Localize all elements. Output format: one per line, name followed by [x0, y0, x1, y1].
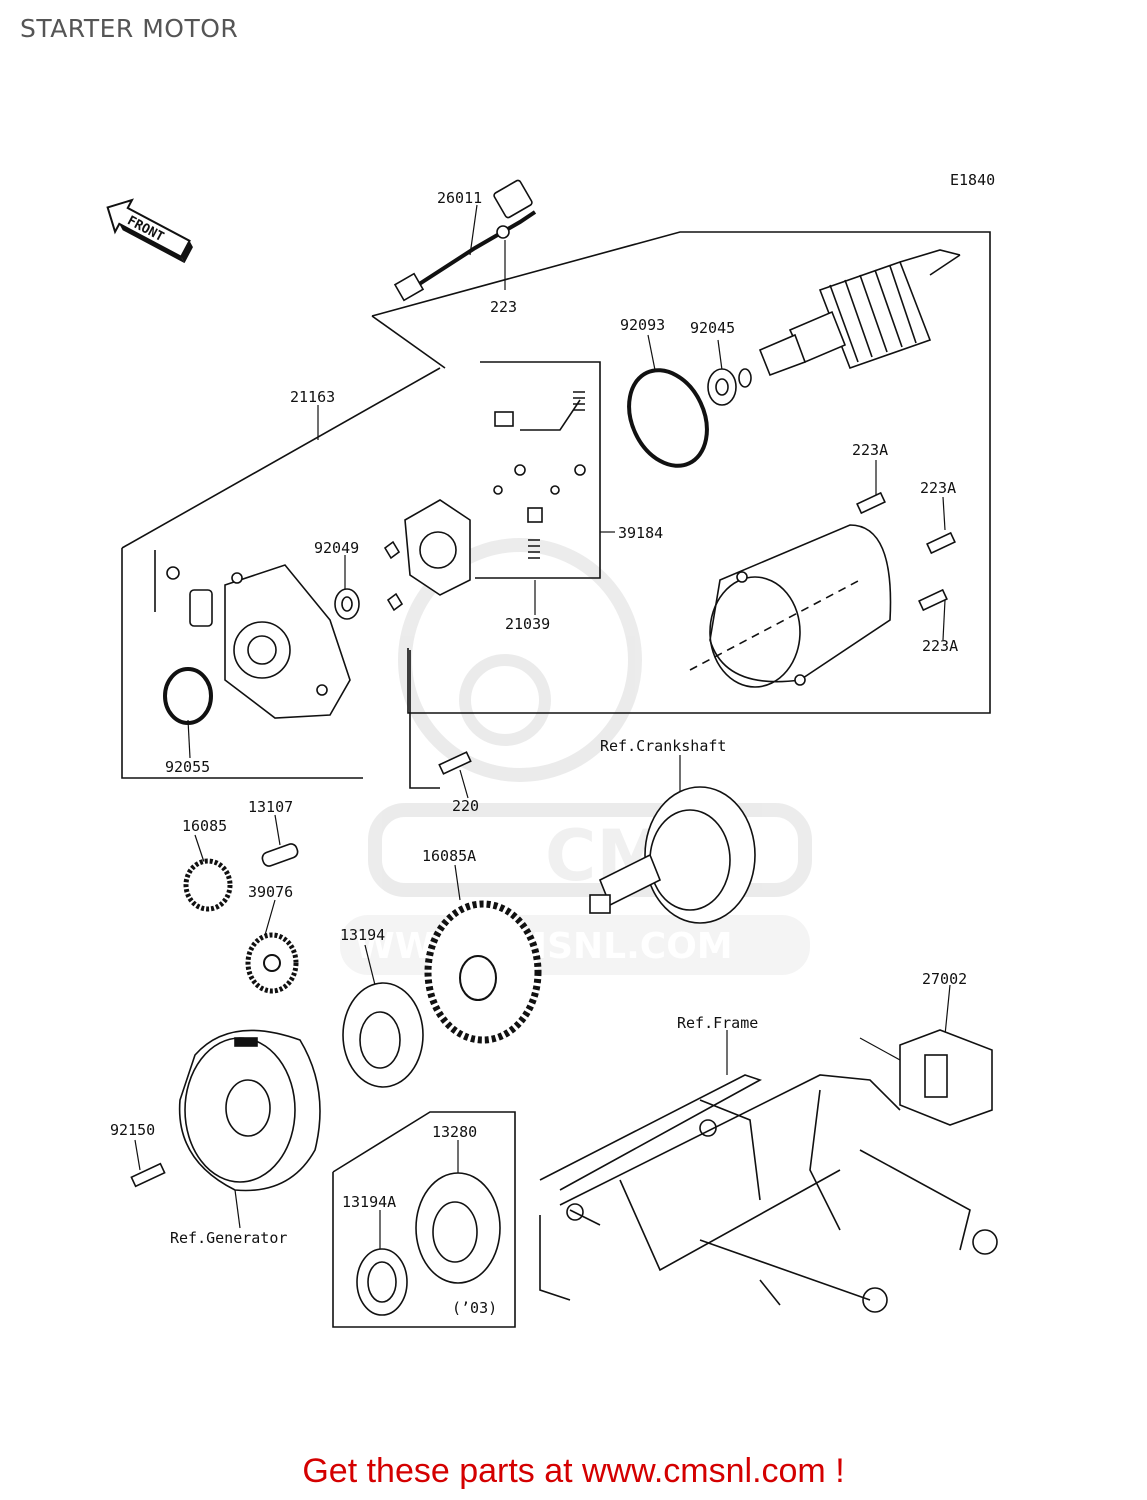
- part-92150-bolt: [130, 1162, 166, 1188]
- label-92093[interactable]: 92093: [620, 316, 665, 334]
- label-21163[interactable]: 21163: [290, 388, 335, 406]
- label-16085[interactable]: 16085: [182, 817, 227, 835]
- label-26011[interactable]: 26011: [437, 189, 482, 207]
- label-13194A[interactable]: 13194A: [342, 1193, 396, 1211]
- watermark-url: WWW.CMSNL.COM: [355, 926, 733, 967]
- part-21039-brush-holder: [404, 391, 586, 596]
- part-generator-rotor: [178, 1029, 321, 1192]
- part-13194A-bearing: [356, 1248, 408, 1316]
- part-92045-bearing: [707, 368, 752, 406]
- label-92150[interactable]: 92150: [110, 1121, 155, 1139]
- part-39076-gear: [245, 932, 299, 994]
- label-223A-1[interactable]: 223A: [852, 441, 888, 459]
- label-03: (’03): [452, 1299, 497, 1317]
- part-end-cover: [166, 540, 404, 719]
- label-223A-3[interactable]: 223A: [922, 637, 958, 655]
- part-13280-clutch: [415, 1172, 501, 1284]
- promo-link[interactable]: Get these parts at www.cmsnl.com !: [302, 1452, 845, 1490]
- label-13194[interactable]: 13194: [340, 926, 385, 944]
- label-39184[interactable]: 39184: [618, 524, 663, 542]
- diagram-code: E1840: [950, 171, 995, 189]
- leader-lines: [134, 204, 951, 1250]
- label-223[interactable]: 223: [490, 298, 517, 316]
- label-223A-2[interactable]: 223A: [920, 479, 956, 497]
- label-92055[interactable]: 92055: [165, 758, 210, 776]
- part-armature: [758, 249, 961, 377]
- label-13280[interactable]: 13280: [432, 1123, 477, 1141]
- part-13194-clutch: [342, 982, 424, 1088]
- part-yoke: [689, 524, 892, 688]
- part-26011-lead-wire: [393, 179, 537, 302]
- part-16085-gear: [183, 858, 233, 912]
- label-13107[interactable]: 13107: [248, 798, 293, 816]
- part-223A-bolts: [856, 491, 956, 612]
- exploded-parts-diagram: CMS WWW.CMSNL.COM FRONT E1840: [106, 171, 998, 1328]
- part-frame: [539, 1074, 998, 1313]
- part-27002-relay: [899, 1029, 993, 1126]
- front-arrow-icon: FRONT: [106, 198, 193, 264]
- part-92093-o-ring: [627, 368, 709, 468]
- label-92045[interactable]: 92045: [690, 319, 735, 337]
- part-16085A-gear: [424, 900, 542, 1044]
- part-crankshaft: [589, 786, 756, 924]
- assembly-outlines: [121, 231, 991, 1328]
- part-13107-pin: [261, 843, 299, 867]
- ref-crankshaft: Ref.Crankshaft: [600, 737, 726, 755]
- label-27002[interactable]: 27002: [922, 970, 967, 988]
- label-220[interactable]: 220: [452, 797, 479, 815]
- ref-generator: Ref.Generator: [170, 1229, 287, 1247]
- part-92055-o-ring: [163, 667, 213, 725]
- ref-frame: Ref.Frame: [677, 1014, 758, 1032]
- label-39076[interactable]: 39076: [248, 883, 293, 901]
- label-21039[interactable]: 21039: [505, 615, 550, 633]
- label-92049[interactable]: 92049: [314, 539, 359, 557]
- page-title: STARTER MOTOR: [20, 14, 239, 43]
- label-16085A[interactable]: 16085A: [422, 847, 476, 865]
- part-220-bolt: [438, 751, 472, 775]
